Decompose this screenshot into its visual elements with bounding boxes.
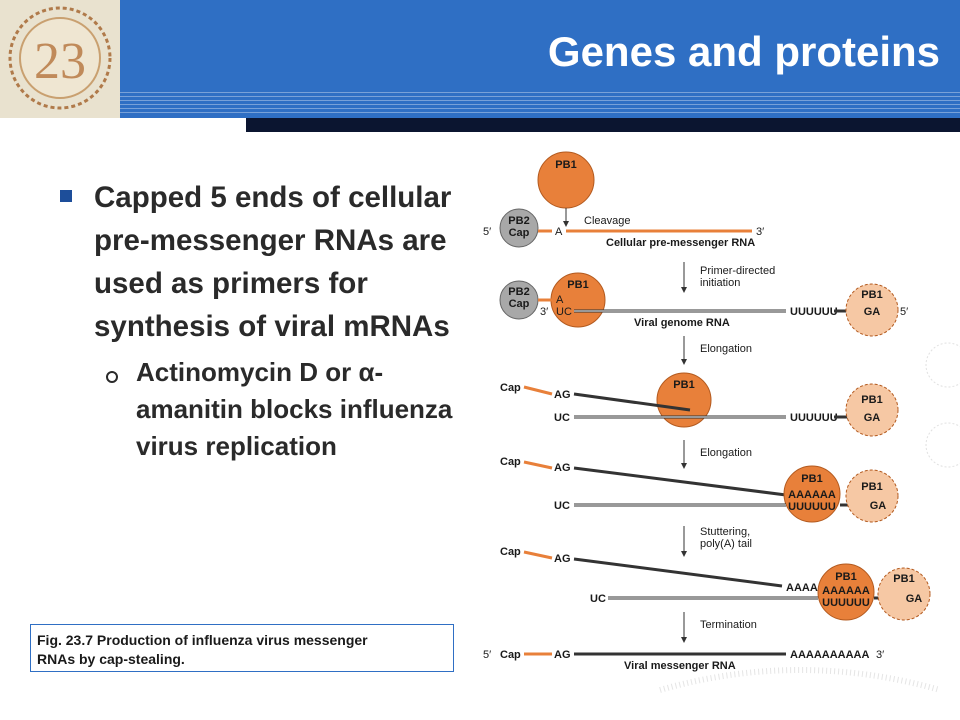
uc-label: UC (554, 500, 570, 512)
header-stripes (120, 92, 960, 114)
nascent-mrna-strand (573, 392, 691, 412)
initiation-label: initiation (700, 277, 740, 289)
ga-label: GA (864, 412, 881, 424)
aaaa-label: AAAA (786, 582, 818, 594)
uc-label: UC (556, 306, 572, 318)
uuuuuu-label: UUUUUU (790, 306, 838, 318)
caption-line-2: RNAs by cap-stealing. (37, 651, 185, 667)
pb1-circle (817, 563, 875, 621)
title-underline-bar (246, 118, 960, 132)
pb1-label: PB1 (835, 571, 856, 583)
five-prime-label: 5′ (483, 226, 491, 238)
sub-bullet-text: Actinomycin D or α-amanitin blocks influ… (136, 357, 453, 461)
pb1-circle (783, 465, 841, 523)
aaaaaa-label: AAAAAA (788, 489, 836, 501)
caption-line-1: Fig. 23.7 Production of influenza virus … (37, 632, 368, 648)
ag-label: AG (554, 389, 571, 401)
three-prime-label: 3′ (540, 306, 548, 318)
bullet-list: Capped 5 ends of cellular pre-messenger … (58, 176, 478, 465)
uc-label: UC (554, 412, 570, 424)
pb1-label: PB1 (801, 473, 822, 485)
aaaaaaaaaa-label: AAAAAAAAAA (790, 649, 869, 661)
five-prime-label: 5′ (900, 306, 908, 318)
pb1-label: PB1 (893, 573, 914, 585)
elongation-label: Elongation (700, 447, 752, 459)
five-prime-label: 5′ (483, 649, 491, 661)
logo: 23 (0, 0, 120, 118)
cap-label: Cap (500, 546, 521, 558)
stuttering-label: Stuttering, (700, 526, 750, 538)
uuuuuu-label: UUUUUU (790, 412, 838, 424)
a-label: A (556, 294, 564, 306)
pb2-label: PB2 (508, 286, 529, 298)
pb1-label: PB1 (861, 289, 882, 301)
cellular-pre-mrna-label: Cellular pre-messenger RNA (606, 237, 755, 249)
orange-cap-strand (523, 385, 553, 396)
nascent-mrna-strand (573, 466, 787, 497)
pb1-label: PB1 (673, 379, 694, 391)
pb1-circle (656, 372, 712, 428)
cap-label: Cap (509, 227, 530, 239)
viral-mrna-label: Viral messenger RNA (624, 660, 736, 672)
viral-genome-rna-label: Viral genome RNA (634, 317, 730, 329)
ag-label: AG (554, 553, 571, 565)
aaaaaa-label: AAAAAA (822, 585, 870, 597)
polya-tail-label: poly(A) tail (700, 538, 752, 550)
pb2-label: PB2 (508, 215, 529, 227)
pb1-label: PB1 (567, 279, 588, 291)
bullet-text: Capped 5 ends of cellular pre-messenger … (94, 181, 452, 343)
ag-label: AG (554, 649, 571, 661)
cap-label: Cap (500, 456, 521, 468)
sub-bullet-item: Actinomycin D or α-amanitin blocks influ… (58, 354, 478, 465)
uc-label: UC (590, 593, 606, 605)
logo-text: 23 (34, 33, 86, 90)
cleavage-label: Cleavage (584, 215, 630, 227)
page-title: Genes and proteins (547, 28, 940, 75)
pb1-light-circle (845, 283, 899, 337)
ga-label: GA (864, 306, 881, 318)
pb1-light-circle (845, 469, 899, 523)
square-bullet-icon (60, 190, 72, 202)
bullet-item: Capped 5 ends of cellular pre-messenger … (58, 176, 478, 348)
ag-label: AG (554, 462, 571, 474)
uuuuuu-label: UUUUUU (788, 501, 836, 513)
orange-cap-strand (523, 550, 553, 560)
figure-caption: Fig. 23.7 Production of influenza virus … (30, 624, 454, 672)
uuuuuu-label: UUUUUU (822, 597, 870, 609)
pb1-light-circle (877, 567, 931, 621)
pb1-label: PB1 (861, 394, 882, 406)
cap-label: Cap (509, 298, 530, 310)
elongation-label: Elongation (700, 343, 752, 355)
cap-label: Cap (500, 382, 521, 394)
three-prime-label: 3′ (876, 649, 884, 661)
orange-cap-strand (523, 460, 553, 470)
primer-directed-label: Primer-directed (700, 265, 775, 277)
nascent-mrna-strand (573, 557, 783, 588)
circle-bullet-icon (106, 371, 118, 383)
pb1-label: PB1 (555, 159, 576, 171)
header-bar (0, 0, 960, 118)
cap-label: Cap (500, 649, 521, 661)
pb1-label: PB1 (861, 481, 882, 493)
termination-label: Termination (700, 619, 757, 631)
ga-label: GA (870, 500, 887, 512)
logo-graphic: 23 (8, 6, 112, 110)
background-virus-sketch (659, 342, 960, 693)
pb1-light-circle (845, 383, 899, 437)
a-label: A (555, 226, 563, 238)
three-prime-label: 3′ (756, 226, 764, 238)
pb2-circle (499, 208, 539, 248)
ga-label: GA (906, 593, 923, 605)
